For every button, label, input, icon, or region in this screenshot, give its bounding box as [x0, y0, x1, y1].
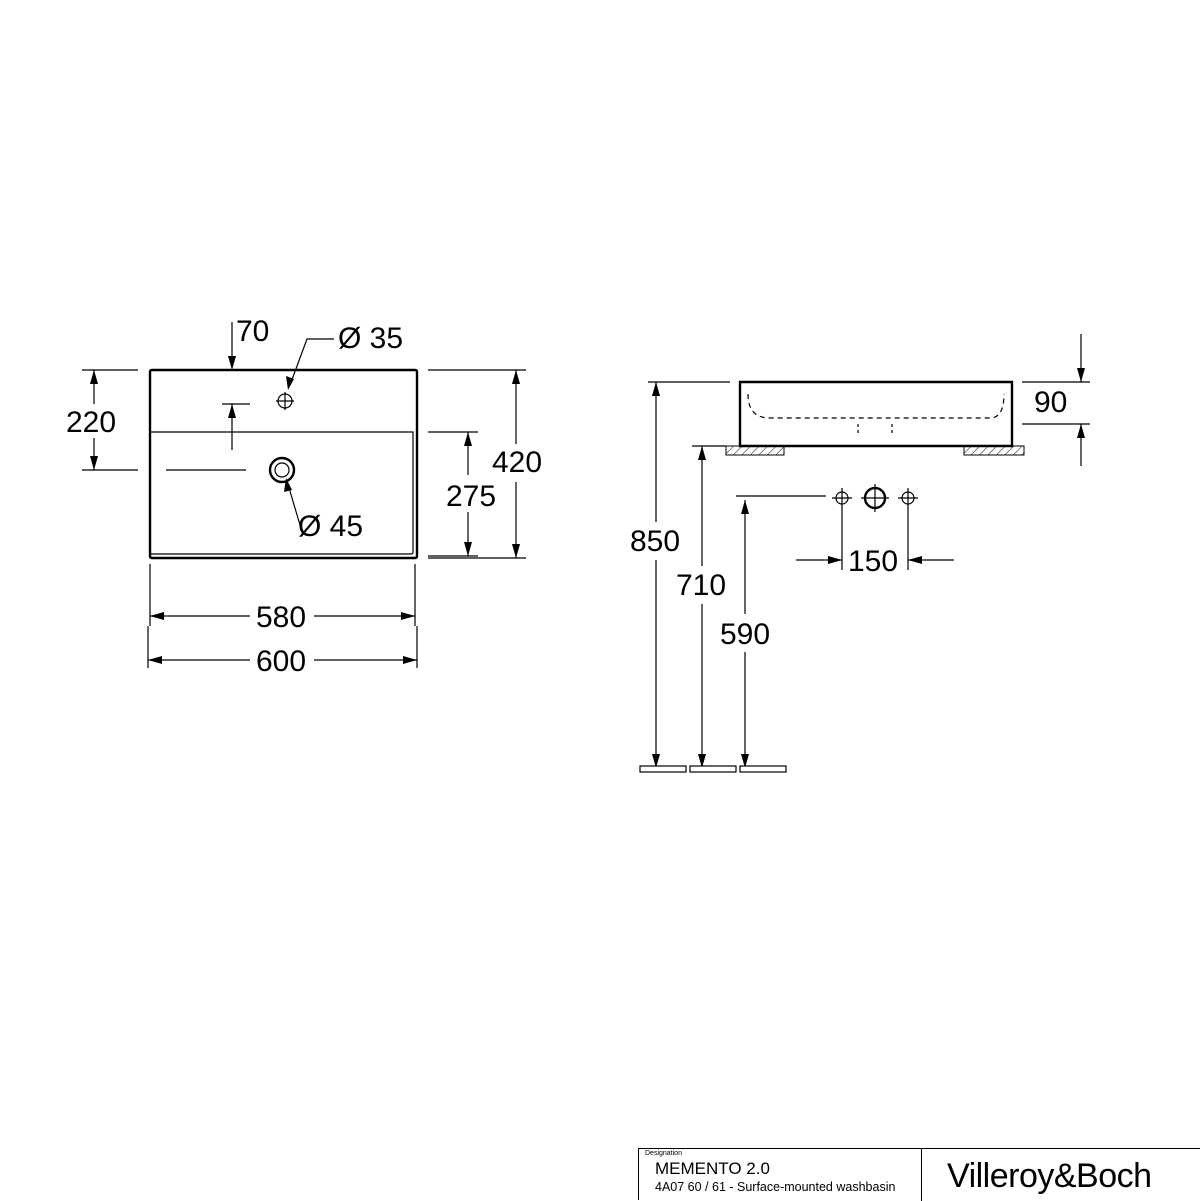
basin-side-profile	[738, 380, 1014, 448]
valve-left-icon	[832, 488, 852, 508]
dim-710: 710	[676, 569, 726, 602]
title-block: Designation MEMENTO 2.0 4A07 60 / 61 - S…	[638, 1148, 1200, 1201]
bowl-line	[150, 431, 414, 555]
brand-logo: Villeroy&Boch	[947, 1157, 1152, 1195]
dim-600: 600	[256, 645, 306, 678]
title-block-designation-cell: Designation MEMENTO 2.0 4A07 60 / 61 - S…	[639, 1149, 922, 1201]
floor-plate	[639, 765, 687, 773]
product-name: MEMENTO 2.0	[655, 1159, 770, 1178]
dim-90: 90	[1034, 386, 1067, 419]
floor-plate	[739, 765, 787, 773]
dim-150: 150	[848, 545, 898, 578]
designation-label: Designation	[645, 1150, 682, 1157]
plan-view: 70 Ø 35 220 420 275 Ø 45 580 600	[66, 315, 542, 678]
valve-right-icon	[898, 488, 918, 508]
dim-diameter-35: Ø 35	[338, 322, 403, 355]
countertop-left	[725, 445, 785, 456]
side-view: 90 850 710 590 150	[630, 334, 1090, 773]
dim-580: 580	[256, 601, 306, 634]
dim-420: 420	[492, 446, 542, 479]
dim-220: 220	[66, 406, 116, 439]
dim-70: 70	[236, 315, 269, 348]
countertop-right	[963, 445, 1025, 456]
dim-850: 850	[630, 525, 680, 558]
basin-outline	[148, 368, 419, 560]
drain-hole	[268, 456, 296, 484]
floor-plate	[689, 765, 737, 773]
dim-275: 275	[446, 480, 496, 513]
dim-diameter-45: Ø 45	[298, 510, 363, 543]
dim-590: 590	[720, 618, 770, 651]
product-description: 4A07 60 / 61 - Surface-mounted washbasin	[655, 1180, 896, 1194]
waste-pipe-icon	[861, 484, 889, 512]
